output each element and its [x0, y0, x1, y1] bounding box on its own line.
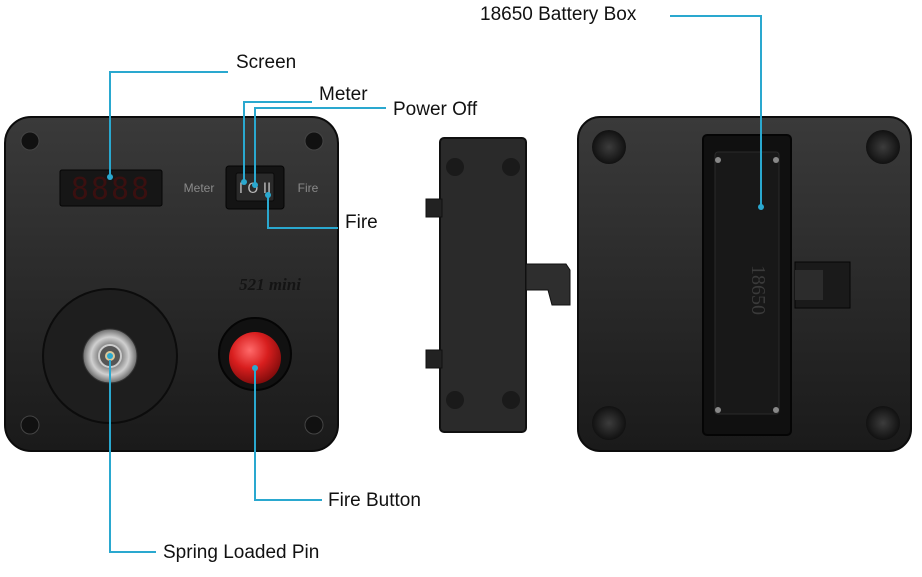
screw-icon — [304, 415, 324, 435]
rubber-foot-icon — [592, 406, 626, 440]
switch-right-label: Fire — [298, 181, 319, 195]
screw-icon — [20, 131, 40, 151]
callout-screen: Screen — [236, 52, 297, 73]
callout-battery-box: 18650 Battery Box — [480, 4, 637, 25]
switch-position-icon: I O II — [239, 181, 271, 197]
switch-left-label: Meter — [184, 181, 215, 195]
callout-spring-pin: Spring Loaded Pin — [163, 542, 320, 563]
callout-fire-button: Fire Button — [328, 490, 421, 511]
callout-lines — [109, 15, 762, 553]
callout-meter: Meter — [319, 84, 368, 105]
battery-cover — [425, 137, 571, 433]
screw-icon — [20, 415, 40, 435]
front-device: 8888 Meter I O II Fire 521 mini — [4, 116, 339, 452]
led-screen: 8888 — [59, 169, 163, 207]
model-label: 521 mini — [239, 275, 301, 294]
back-device: 18650 — [577, 116, 912, 452]
rubber-foot-icon — [592, 130, 626, 164]
callout-dots — [107, 174, 764, 371]
battery-print: 18650 — [747, 265, 769, 315]
battery-compartment: 18650 — [702, 134, 792, 436]
rubber-foot-icon — [866, 130, 900, 164]
callout-fire: Fire — [345, 212, 378, 233]
screw-icon — [304, 131, 324, 151]
callout-power-off: Power Off — [393, 99, 478, 120]
rubber-foot-icon — [866, 406, 900, 440]
